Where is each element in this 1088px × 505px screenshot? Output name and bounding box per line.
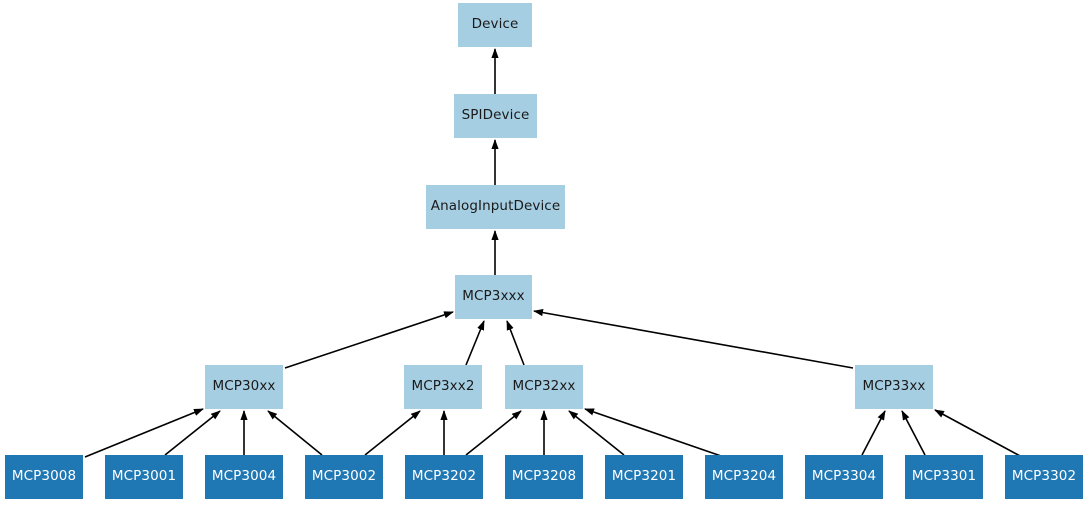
class-node-mcp33xx[interactable]: MCP33xx: [855, 365, 933, 409]
inheritance-arrow-mcp3201-to-mcp32xx: [568, 410, 625, 456]
class-node-mcp3004[interactable]: MCP3004: [205, 455, 283, 499]
class-node-mcp3xxx[interactable]: MCP3xxx: [455, 275, 532, 319]
class-node-mcp3208[interactable]: MCP3208: [505, 455, 583, 499]
inheritance-arrow-mcp3304-to-mcp33xx: [861, 410, 886, 456]
inheritance-arrow-mcp3302-to-mcp33xx: [934, 409, 1023, 458]
class-node-label: MCP3002: [311, 468, 377, 485]
class-node-mcp3201[interactable]: MCP3201: [605, 455, 683, 499]
class-node-label: MCP3202: [411, 468, 477, 485]
class-node-mcp3302[interactable]: MCP3302: [1005, 455, 1083, 499]
class-node-label: Device: [471, 16, 519, 33]
inheritance-arrow-mcp33xx-to-mcp3xxx: [533, 309, 854, 369]
inheritance-arrow-mcp3008-to-mcp30xx: [84, 408, 204, 458]
class-node-label: MCP3304: [811, 468, 877, 485]
inheritance-arrow-mcp3301-to-mcp33xx: [901, 410, 926, 456]
class-node-mcp3301[interactable]: MCP3301: [905, 455, 983, 499]
inheritance-arrow-mcp3002-to-mcp3xx2: [364, 410, 421, 456]
class-node-label: MCP3004: [211, 468, 277, 485]
class-node-label: MCP3302: [1011, 468, 1077, 485]
class-node-analoginputdevice[interactable]: AnalogInputDevice: [426, 185, 565, 229]
class-node-label: SPIDevice: [461, 107, 530, 124]
class-node-label: AnalogInputDevice: [430, 198, 561, 215]
class-node-label: MCP3201: [611, 468, 677, 485]
class-node-device[interactable]: Device: [458, 3, 532, 47]
class-node-label: MCP3xxx: [462, 288, 525, 305]
class-node-label: MCP3208: [511, 468, 577, 485]
class-node-mcp32xx[interactable]: MCP32xx: [505, 365, 583, 409]
class-node-label: MCP3001: [111, 468, 177, 485]
class-node-mcp3001[interactable]: MCP3001: [105, 455, 183, 499]
class-node-mcp3204[interactable]: MCP3204: [705, 455, 783, 499]
class-node-mcp3xx2[interactable]: MCP3xx2: [404, 365, 482, 409]
class-node-spidevice[interactable]: SPIDevice: [454, 94, 537, 138]
inheritance-arrow-mcp3204-to-mcp32xx: [584, 408, 725, 458]
class-node-mcp3304[interactable]: MCP3304: [805, 455, 883, 499]
inheritance-arrow-mcp30xx-to-mcp3xxx: [284, 311, 454, 369]
inheritance-arrow-mcp3002-to-mcp30xx: [267, 410, 323, 456]
inheritance-arrow-mcp3001-to-mcp30xx: [164, 410, 221, 456]
inheritance-arrow-mcp3202-to-mcp32xx: [465, 410, 522, 456]
class-node-label: MCP33xx: [862, 378, 926, 395]
inheritance-arrow-mcp32xx-to-mcp3xxx: [506, 320, 525, 366]
class-node-label: MCP3301: [911, 468, 977, 485]
class-node-mcp3002[interactable]: MCP3002: [305, 455, 383, 499]
inheritance-arrow-mcp3xx2-to-mcp3xxx: [465, 320, 485, 366]
class-node-mcp3202[interactable]: MCP3202: [405, 455, 483, 499]
class-node-label: MCP32xx: [512, 378, 576, 395]
class-node-label: MCP3xx2: [411, 378, 475, 395]
class-node-label: MCP3204: [711, 468, 777, 485]
class-node-mcp3008[interactable]: MCP3008: [5, 455, 83, 499]
class-node-label: MCP3008: [11, 468, 77, 485]
class-node-label: MCP30xx: [212, 378, 276, 395]
class-node-mcp30xx[interactable]: MCP30xx: [205, 365, 283, 409]
